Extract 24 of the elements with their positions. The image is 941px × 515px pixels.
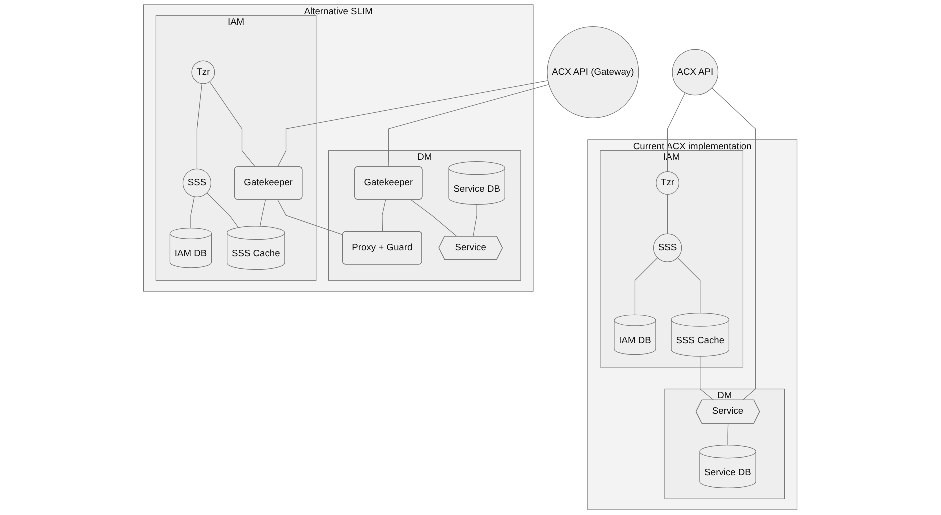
connector bbox=[700, 356, 714, 401]
node-circle: ACX API bbox=[672, 49, 719, 96]
node-circle: Tzr bbox=[656, 172, 680, 195]
node-circle: ACX API (Gateway) bbox=[547, 26, 640, 118]
node-circle: SSS bbox=[182, 168, 212, 198]
connector bbox=[278, 200, 344, 236]
connector bbox=[388, 84, 550, 168]
connector bbox=[473, 204, 478, 238]
node-circle: SSS bbox=[653, 234, 682, 262]
connector bbox=[712, 88, 756, 401]
connector bbox=[677, 258, 701, 314]
connector bbox=[634, 258, 658, 316]
connector bbox=[382, 200, 386, 232]
connector bbox=[260, 200, 266, 227]
connector bbox=[190, 196, 195, 229]
connector bbox=[410, 200, 458, 238]
connector bbox=[196, 84, 202, 170]
connector bbox=[728, 424, 729, 446]
connector bbox=[278, 80, 549, 168]
connector bbox=[206, 192, 239, 228]
connector bbox=[210, 82, 256, 168]
node-circle: Tzr bbox=[192, 60, 216, 84]
connector bbox=[667, 92, 686, 172]
connector bbox=[667, 194, 668, 234]
